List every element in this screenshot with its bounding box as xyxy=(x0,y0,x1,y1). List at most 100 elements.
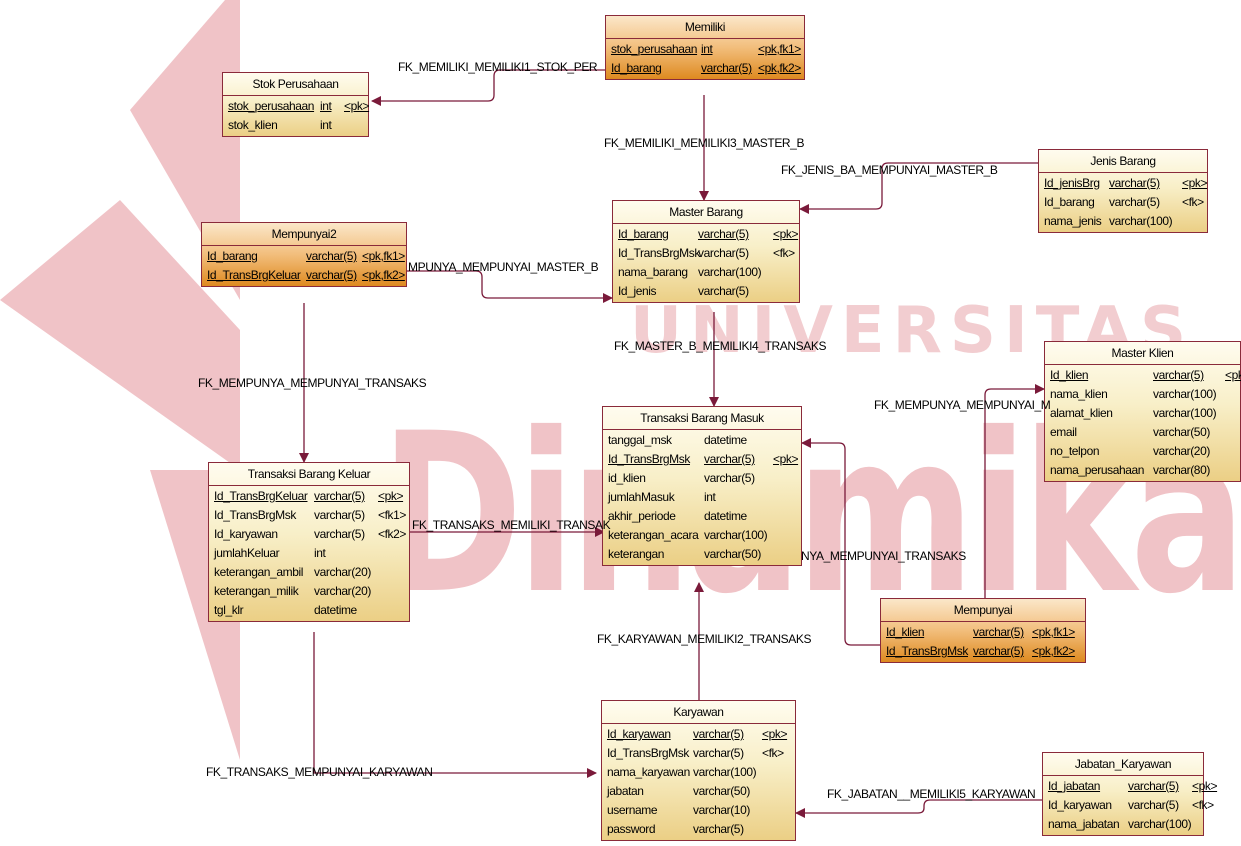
attribute-key: <pk,fk2> xyxy=(758,61,801,75)
attribute-name: password xyxy=(607,822,656,836)
rel-label-mempunyai-tbm: NYA_MEMPUNYAI_TRANSAKS xyxy=(801,549,966,563)
entity-title: Stok Perusahaan xyxy=(223,73,368,96)
entity-title: Master Barang xyxy=(613,201,799,224)
attribute-name: stok_perusahaan xyxy=(228,99,315,113)
attribute-type: datetime xyxy=(704,433,747,447)
attribute-type: varchar(5) xyxy=(306,249,357,263)
attribute-key: <pk> xyxy=(1182,176,1208,190)
entity-title: Jabatan_Karyawan xyxy=(1043,753,1203,776)
attribute-key: <fk1> xyxy=(378,508,407,522)
attribute-row: keterangan_ambil varchar(20) xyxy=(214,563,404,582)
attribute-key: <pk,fk2> xyxy=(1032,644,1075,658)
attribute-key: <pk> xyxy=(1225,368,1241,382)
rel-label-masterbarang-tbm: FK_MASTER_B_MEMILIKI4_TRANSAKS xyxy=(614,339,827,353)
attribute-key: <fk2> xyxy=(378,527,407,541)
rel-label-karyawan-tbm: FK_KARYAWAN_MEMILIKI2_TRANSAKS xyxy=(597,632,812,646)
attribute-name: akhir_periode xyxy=(608,509,676,523)
attribute-key: <fk> xyxy=(1192,798,1214,812)
attribute-type: int xyxy=(704,490,716,504)
attribute-type: varchar(5) xyxy=(314,527,365,541)
attribute-name: Id_karyawan xyxy=(607,727,671,741)
attribute-type: varchar(5) xyxy=(1128,798,1179,812)
attribute-name: keterangan_ambil xyxy=(214,565,303,579)
attribute-type: varchar(5) xyxy=(693,746,744,760)
attribute-name: Id_barang xyxy=(1044,195,1095,209)
rel-label-mempunyai2-masterbarang: MPUNYA_MEMPUNYAI_MASTER_B xyxy=(408,260,599,274)
entity-title: Memiliki xyxy=(606,16,804,39)
attribute-type: varchar(5) xyxy=(314,489,365,503)
attribute-key: <pk,fk1> xyxy=(362,249,405,263)
attribute-type: varchar(5) xyxy=(693,727,744,741)
rel-label-memiliki-masterbarang: FK_MEMILIKI_MEMILIKI3_MASTER_B xyxy=(604,136,805,150)
link-memiliki-stok xyxy=(371,69,605,106)
attribute-name: Id_TransBrgMsk xyxy=(886,644,968,658)
attribute-row: nama_klien varchar(100) xyxy=(1050,385,1235,404)
attribute-name: Id_TransBrgMsk xyxy=(608,452,690,466)
attribute-type: varchar(5) xyxy=(1153,368,1204,382)
attribute-key: <pk> xyxy=(378,489,404,503)
attribute-name: nama_klien xyxy=(1050,387,1108,401)
entity-title: Transaksi Barang Masuk xyxy=(603,407,801,430)
attribute-name: Id_klien xyxy=(886,625,925,639)
entity-title: Mempunyai2 xyxy=(202,223,406,246)
rel-label-mempunyai-masterklien: FK_MEMPUNYA_MEMPUNYAI_M xyxy=(874,398,1051,412)
attribute-type: varchar(20) xyxy=(314,584,371,598)
attribute-list: Id_klienvarchar(5)<pk>nama_klienvarchar(… xyxy=(1045,365,1241,481)
attribute-name: stok_klien xyxy=(228,118,278,132)
attribute-name: Id_barang xyxy=(207,249,258,263)
attribute-list: Id_barang varchar(5) <pk,fk1> Id_TransBrgKe… xyxy=(202,246,406,286)
rel-label-memiliki-stok: FK_MEMILIKI_MEMILIKI1_STOK_PER xyxy=(398,60,598,74)
link-jabatan-karyawan xyxy=(795,799,1044,818)
link-mempunyai-tbm xyxy=(801,438,880,646)
attribute-name: stok_perusahaan xyxy=(611,42,698,56)
rel-label-jenis-masterbarang: FK_JENIS_BA_MEMPUNYAI_MASTER_B xyxy=(781,163,998,177)
attribute-key: <pk,fk1> xyxy=(1032,625,1075,639)
attribute-type: varchar(10) xyxy=(693,803,750,817)
attribute-name: Id_TransBrgKeluar xyxy=(207,268,301,282)
attribute-type: varchar(5) xyxy=(698,284,749,298)
attribute-type: varchar(20) xyxy=(314,565,371,579)
attribute-name: nama_jabatan xyxy=(1048,817,1120,831)
attribute-name: nama_perusahaan xyxy=(1050,463,1145,477)
entity-master-klien[interactable]: Master KlienId_klienvarchar(5)<pk>nama_k… xyxy=(1044,341,1241,482)
attribute-type: varchar(100) xyxy=(1153,387,1217,401)
attribute-name: email xyxy=(1050,425,1077,439)
attribute-name: Id_TransBrgMsk xyxy=(214,508,296,522)
entity-title: Mempunyai xyxy=(881,599,1085,622)
attribute-type: int xyxy=(320,99,332,113)
rel-label-tbk-tbm: FK_TRANSAKS_MEMILIKI_TRANSAK xyxy=(412,518,611,532)
